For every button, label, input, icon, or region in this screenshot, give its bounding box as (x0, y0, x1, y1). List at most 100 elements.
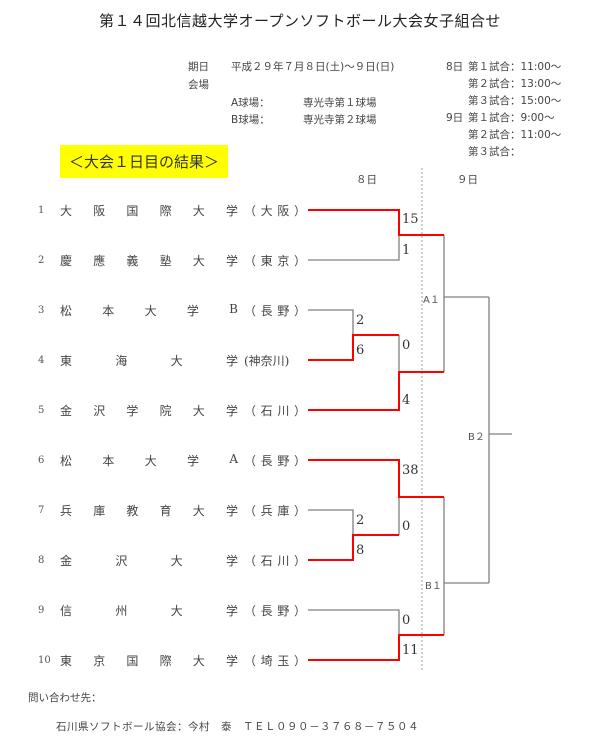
team-name-char: 大 (192, 253, 205, 268)
team-name-char: 大 (144, 453, 157, 468)
team-name: 金沢大学 (60, 552, 238, 569)
team-name-char: 学 (225, 403, 238, 418)
team-name-char: 海 (115, 353, 128, 368)
team-name-char: 学 (186, 303, 199, 318)
team-name-char: 沢 (93, 403, 106, 418)
slot-b1: B１ (425, 581, 442, 592)
team-name-char: 大 (170, 603, 183, 618)
team-name: 兵庫教育大学 (60, 502, 238, 519)
team-name-char: 国 (126, 203, 139, 218)
schedule-game: 第２試合：13:00～ (468, 78, 562, 90)
score-team6: 38 (402, 463, 419, 478)
team-name-char: 大 (170, 553, 183, 568)
team-name-char: 大 (192, 503, 205, 518)
team-prefecture-char: ） (293, 653, 306, 668)
team-name-char: 学 (225, 503, 238, 518)
team-prefecture: （石川） (244, 552, 306, 569)
team-prefecture-char: 川 (277, 403, 290, 418)
team-name-char: 兵 (60, 503, 73, 518)
team-name-char: 学 (225, 553, 238, 568)
team-prefecture: （石川） (244, 402, 306, 419)
team-prefecture-char: 京 (277, 253, 290, 268)
team-name-char: 大 (144, 303, 157, 318)
score-team5: 4 (402, 393, 411, 408)
team-prefecture-char: 庫 (277, 503, 290, 518)
field-b-label: B球場： (231, 114, 270, 126)
team-name-char: 学 (225, 653, 238, 668)
team-prefecture-char: 大 (260, 203, 273, 218)
team-prefecture-char: （ (244, 203, 257, 218)
team-name: 慶應義塾大学 (60, 252, 238, 269)
schedule-game: 第３試合： (468, 146, 521, 158)
score-team1: 15 (402, 212, 419, 227)
team-prefecture: （埼玉） (244, 652, 306, 669)
team-prefecture-char: （ (244, 503, 257, 518)
team-prefecture-char: ） (293, 403, 306, 418)
team-name-char: 阪 (93, 203, 106, 218)
team-name-char: 東 (60, 653, 73, 668)
team-name-char: 庫 (93, 503, 106, 518)
schedule-game: 第３試合：15:00～ (468, 95, 562, 107)
team-name: 東京国際大学 (60, 652, 238, 669)
contact-info: 石川県ソフトボール協会：今村 泰 ＴＥＬ０９０－３７６８－７５０４ (56, 721, 419, 733)
team-prefecture-char: 石 (260, 553, 273, 568)
team-prefecture-char: （ (244, 453, 257, 468)
team-name-char: 信 (60, 603, 73, 618)
team-prefecture-char: ） (293, 453, 306, 468)
team-prefecture-char: ） (293, 603, 306, 618)
schedule-game: 第１試合：11:00～ (468, 61, 562, 73)
day2-label: ９日 (457, 174, 478, 186)
team-name-char: 本 (102, 453, 115, 468)
team-number: 2 (38, 254, 45, 266)
team-prefecture: （大阪） (244, 202, 306, 219)
score-team3: 2 (356, 313, 365, 328)
slot-a1: A１ (423, 295, 440, 306)
team-name-char: 学 (225, 253, 238, 268)
team-prefecture-char: 玉 (277, 653, 290, 668)
team-name-char: 院 (159, 403, 172, 418)
team-name-char: 沢 (115, 553, 128, 568)
team-name-char: 義 (126, 253, 139, 268)
team-name-char: 慶 (60, 253, 73, 268)
team-number: 9 (38, 604, 45, 616)
team-prefecture: （長野） (244, 302, 306, 319)
day1-results-banner: ＜大会１日目の結果＞ (60, 145, 228, 178)
team-prefecture-char: 阪 (277, 203, 290, 218)
team-prefecture-char: 石 (260, 403, 273, 418)
team-prefecture-char: （ (244, 403, 257, 418)
team-name-char: 州 (115, 603, 128, 618)
field-b-value: 専光寺第２球場 (303, 114, 377, 126)
day1-label: ８日 (356, 174, 377, 186)
team-prefecture-char: 埼 (260, 653, 273, 668)
score-team2: 1 (402, 243, 411, 258)
team-name-char: 学 (186, 453, 199, 468)
slot-b2: B２ (468, 432, 485, 443)
schedule-game: 第１試合：9:00～ (468, 112, 555, 124)
team-name-char: 大 (192, 203, 205, 218)
team-prefecture-char: 長 (260, 603, 273, 618)
team-number: 3 (38, 304, 45, 316)
team-prefecture-char: （ (244, 603, 257, 618)
score-team4: 6 (356, 343, 365, 358)
team-prefecture-char: （ (244, 653, 257, 668)
team-prefecture-char: ） (293, 203, 306, 218)
schedule-game: 第２試合：11:00～ (468, 129, 562, 141)
team-prefecture-char: （ (244, 553, 257, 568)
team-prefecture-char: 兵 (260, 503, 273, 518)
field-a-value: 専光寺第１球場 (303, 97, 377, 109)
team-prefecture-char: 野 (277, 453, 290, 468)
team-prefecture: （長野） (244, 452, 306, 469)
venue-label: 会場 (188, 79, 209, 91)
score-team7: 2 (356, 513, 365, 528)
team-number: 8 (38, 554, 45, 566)
score-winner34: 0 (402, 338, 411, 353)
score-team8: 8 (356, 543, 365, 558)
